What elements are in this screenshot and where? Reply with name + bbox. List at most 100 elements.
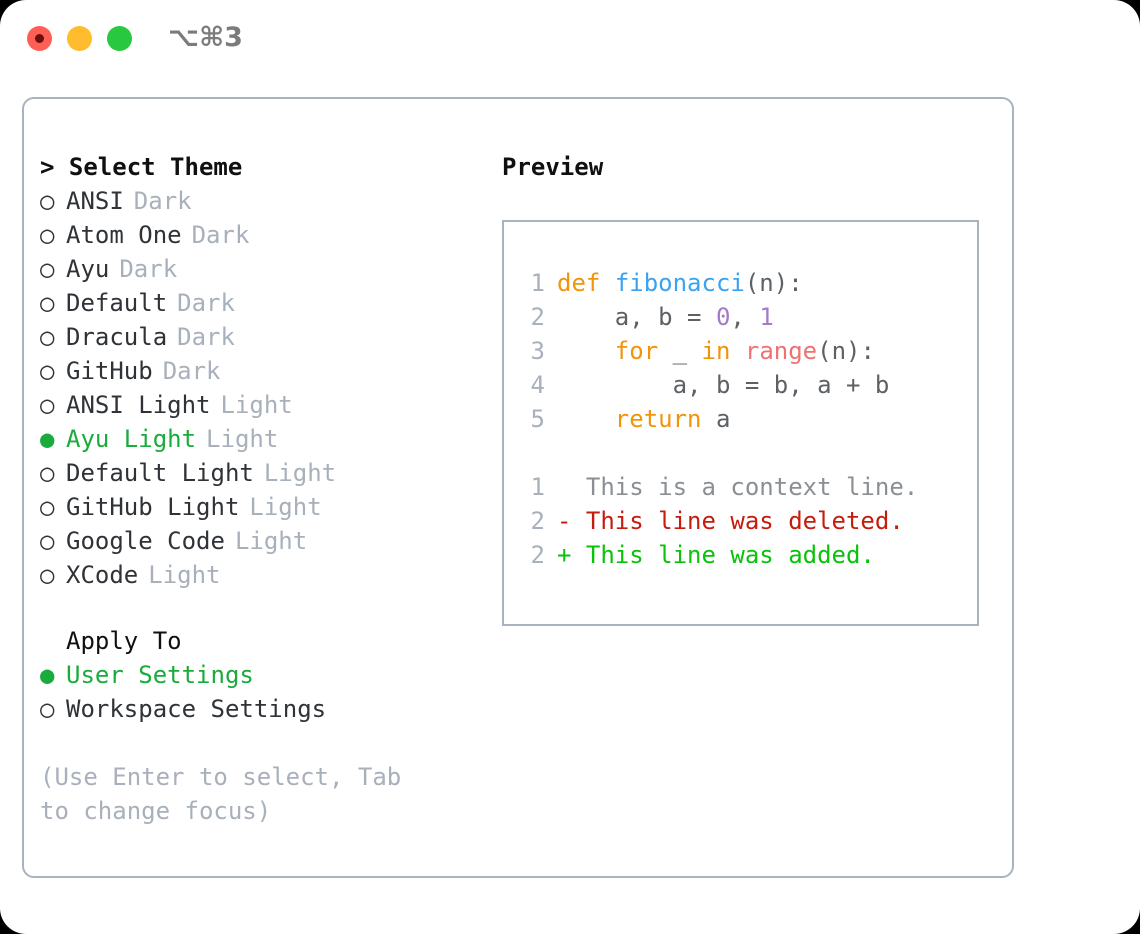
diff-line-number: 2 [530,541,545,569]
title-bar: ⌥⌘3 [0,0,1140,78]
preview-header: Preview [502,153,604,181]
code-line-text: for _ in range(n): [557,334,875,368]
keyboard-hint: (Use Enter to select, Tab to change focu… [40,763,416,825]
code-token-plain [600,269,614,297]
theme-option-category: Dark [177,323,235,351]
maximize-window-button[interactable] [107,26,132,51]
theme-option-label: ANSI Light [66,391,211,419]
theme-option-label: Ayu [66,255,110,283]
code-line-number: 3 [530,337,545,365]
code-line: 4 a, b = b, a + b [521,368,977,402]
code-line-text: def fibonacci(n): [557,266,803,300]
radio-unselected-icon: ○ [40,187,55,215]
radio-unselected-icon: ○ [40,289,55,317]
code-token-kw: return [614,405,702,433]
code-token-plain [730,337,744,365]
theme-option-category: Light [148,561,221,589]
apply-to-option-workspace-settings[interactable]: ○ Workspace Settings [40,692,480,726]
code-token-plain: , [730,303,760,331]
code-token-kw: def [557,269,601,297]
apply-to-header: Apply To [66,627,182,655]
code-token-kw: in [701,337,731,365]
code-token-plain: a, b = b, a + b [557,371,890,399]
code-token-num: 1 [759,303,774,331]
diff-line-added: 2 + This line was added. [521,538,977,572]
radio-unselected-icon: ○ [40,221,55,249]
code-line-text: a, b = b, a + b [557,368,890,402]
theme-option-atom-one[interactable]: ○ Atom One Dark [40,218,480,252]
radio-selected-icon: ● [40,661,55,689]
theme-option-label: Google Code [66,527,225,555]
theme-option-category: Dark [133,187,192,215]
theme-option-category: Dark [191,221,250,249]
theme-option-label: ANSI [66,187,124,215]
code-line: 2 a, b = 0, 1 [521,300,977,334]
window-title: ⌥⌘3 [168,22,243,53]
theme-option-label: Dracula [66,323,168,351]
theme-option-category: Light [263,459,337,487]
apply-to-option-label: Workspace Settings [66,695,327,723]
code-line: 3 for _ in range(n): [521,334,977,368]
diff-line-number: 1 [530,473,545,501]
radio-unselected-icon: ○ [40,255,55,283]
code-line-text: return a [557,402,731,436]
theme-option-category: Dark [177,289,235,317]
theme-option-category: Dark [119,255,178,283]
diff-line-deleted: 2 - This line was deleted. [521,504,977,538]
theme-option-ansi[interactable]: ○ ANSI Dark [40,184,480,218]
code-line-number: 4 [530,371,545,399]
theme-option-label: Default [66,289,168,317]
code-token-plain: a [701,405,731,433]
minimize-window-button[interactable] [67,26,92,51]
code-token-plain: (n): [744,269,803,297]
radio-unselected-icon: ○ [40,493,55,521]
code-token-fn: fibonacci [614,269,745,297]
radio-unselected-icon: ○ [40,357,55,385]
diff-sample: 1 This is a context line. 2 - This line wa… [521,470,977,572]
code-token-kw: for [614,337,659,365]
code-line-text: a, b = 0, 1 [557,300,774,334]
traffic-lights [27,26,132,51]
theme-option-default[interactable]: ○ Default Dark [40,286,480,320]
diff-line-context: 1 This is a context line. [521,470,977,504]
theme-option-label: XCode [66,561,139,589]
radio-unselected-icon: ○ [40,527,55,555]
code-token-num: 0 [715,303,731,331]
theme-option-dracula[interactable]: ○ Dracula Dark [40,320,480,354]
theme-option-category: Dark [162,357,221,385]
diff-line-text: This is a context line. [557,473,919,501]
radio-unselected-icon: ○ [40,695,55,723]
diff-line-text: - This line was deleted. [557,507,904,535]
diff-line-number: 2 [530,507,545,535]
diff-line-text: + This line was added. [557,541,875,569]
theme-option-label: Atom One [66,221,182,249]
radio-unselected-icon: ○ [40,391,55,419]
theme-option-ayu[interactable]: ○ Ayu Dark [40,252,480,286]
code-token-plain: a, b = [557,303,716,331]
select-theme-header: > Select Theme [40,153,243,181]
apply-to-option-list: ●User Settings ○ Workspace Settings [40,658,480,726]
code-token-plain [557,405,615,433]
code-line-number: 2 [530,303,545,331]
theme-option-label: Ayu Light [66,425,197,453]
close-window-button[interactable] [27,26,52,51]
radio-unselected-icon: ○ [40,323,55,351]
theme-option-label: Default Light [66,459,254,487]
apply-to-option-user-settings[interactable]: ●User Settings [40,658,480,692]
code-line-number: 5 [530,405,545,433]
